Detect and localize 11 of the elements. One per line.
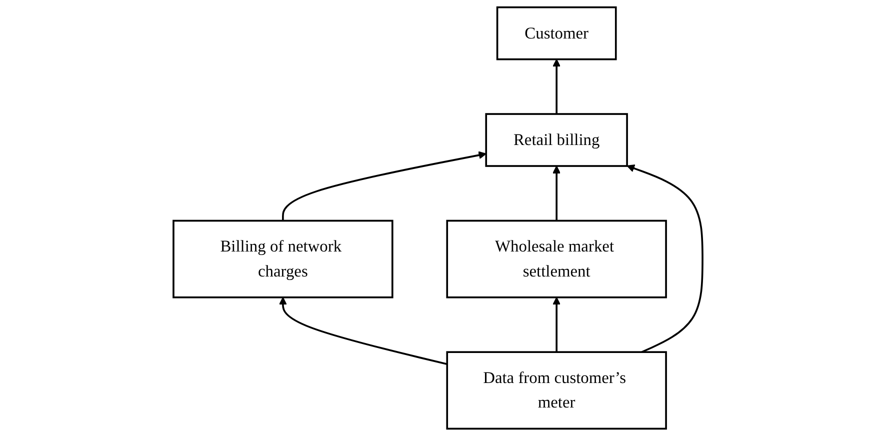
node-box: Billing of network charges bbox=[172, 220, 394, 298]
node-box: Customer bbox=[496, 6, 617, 60]
arrow bbox=[282, 151, 486, 221]
arrow bbox=[552, 58, 561, 114]
arrow bbox=[552, 166, 561, 221]
arrow bbox=[626, 164, 704, 353]
node-box: Data from customer’s meter bbox=[446, 351, 667, 430]
arrow bbox=[552, 297, 561, 352]
node-box: Wholesale market settlement bbox=[446, 220, 667, 298]
arrow bbox=[278, 297, 448, 366]
node-box: Retail billing bbox=[485, 113, 628, 167]
